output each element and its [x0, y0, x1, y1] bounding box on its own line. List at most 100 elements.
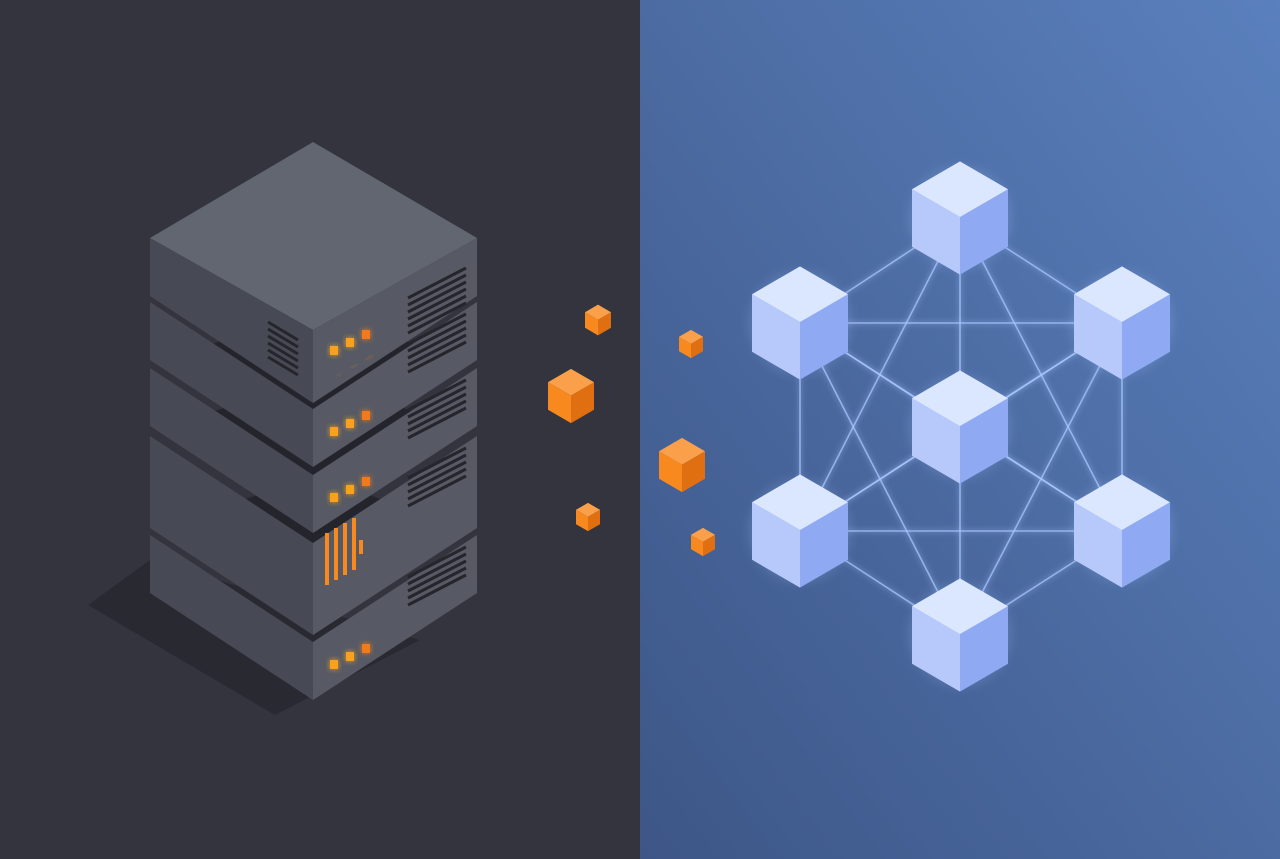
block-node-icon-right: [800, 502, 848, 588]
vent-slot: [407, 460, 467, 494]
data-packet-icon-right: [571, 382, 594, 424]
status-led: [346, 652, 354, 661]
vent-slot: [407, 294, 467, 328]
status-led: [362, 477, 370, 486]
data-packet-icon-top: [548, 368, 594, 396]
server-lid-right: [313, 238, 477, 388]
data-packet-icon-top: [659, 437, 705, 465]
vent-slot: [407, 559, 467, 593]
data-packet-icon: [691, 527, 715, 557]
data-packet-icon-left: [659, 451, 682, 493]
activity-bar: [352, 518, 356, 570]
block-node-icon-left: [752, 294, 800, 380]
vent-slot: [407, 266, 467, 300]
blockchain-network-icon: [750, 161, 1172, 692]
block-node-icon-right: [960, 398, 1008, 484]
block-node-icon: [912, 370, 1008, 484]
status-led: [346, 338, 354, 347]
status-led: [330, 427, 338, 436]
vent-slot: [407, 301, 467, 335]
data-packet-icon-top: [585, 304, 611, 320]
vent-slot: [267, 355, 299, 377]
vent-slot: [267, 327, 299, 349]
data-packet-icon-left: [691, 534, 703, 557]
vent-slot: [267, 334, 299, 356]
data-packet-icon-top: [679, 329, 703, 344]
vent-slot: [407, 399, 467, 433]
vent-slot: [407, 545, 467, 579]
server-lid-left: [150, 238, 313, 388]
block-node-icon-right: [960, 606, 1008, 692]
block-node-icon-top: [752, 266, 848, 323]
block-node-icon: [912, 578, 1008, 692]
block-node-icon-left: [1074, 502, 1122, 588]
block-node-icon-top: [912, 370, 1008, 427]
data-packet-icon-right: [598, 312, 611, 336]
activity-bar: [325, 533, 329, 585]
data-packet-icon-right: [682, 451, 705, 493]
data-streaks: [428, 320, 834, 543]
unit-left-face: [150, 368, 313, 533]
block-node-icon-top: [912, 578, 1008, 635]
data-packet-icon-left: [548, 382, 571, 424]
unit-left-face: [150, 535, 313, 700]
data-packet-icon-right: [703, 534, 715, 557]
block-node-icon-right: [800, 294, 848, 380]
block-node-icon: [1074, 266, 1170, 380]
vent-slot: [407, 552, 467, 586]
data-packet-icon: [659, 437, 705, 493]
vent-slot: [407, 566, 467, 600]
data-packet-icon: [585, 304, 611, 336]
vent-slot: [407, 312, 467, 346]
vent-slot: [407, 378, 467, 412]
data-packet-icon-top: [691, 527, 715, 542]
data-packets: [548, 304, 715, 557]
status-led: [362, 644, 370, 653]
data-packet-icon: [679, 329, 703, 359]
activity-bar: [359, 540, 363, 554]
vent-slot: [267, 348, 299, 370]
block-node-icon-left: [912, 398, 960, 484]
block-node-icon-right: [1122, 502, 1170, 588]
vent-slot: [407, 319, 467, 353]
vent-slot: [407, 573, 467, 607]
status-led: [330, 493, 338, 502]
vent-slot: [407, 446, 467, 480]
data-packet-icon-left: [679, 336, 691, 359]
vent-slot: [407, 333, 467, 367]
block-node-icon: [1074, 474, 1170, 588]
block-node-icon-right: [960, 189, 1008, 275]
server-rack-icon: [150, 142, 477, 700]
vent-slot: [407, 280, 467, 314]
data-packet-icon-right: [588, 509, 600, 532]
block-node-icon-left: [912, 606, 960, 692]
activity-bar: [343, 523, 347, 575]
data-packet-icon-left: [576, 509, 588, 532]
block-node-icon: [912, 161, 1008, 275]
vent-slot: [407, 392, 467, 426]
status-led: [362, 330, 370, 339]
block-node-icon-left: [912, 189, 960, 275]
vent-slot: [407, 273, 467, 307]
vent-slot: [267, 341, 299, 363]
vent-slot: [407, 453, 467, 487]
block-node-icon-top: [1074, 266, 1170, 323]
vent-slot: [407, 326, 467, 360]
status-led: [330, 660, 338, 669]
block-node-icon-left: [752, 502, 800, 588]
server-top-face: [150, 142, 477, 330]
block-node-icon: [752, 266, 848, 380]
vent-slot: [407, 474, 467, 508]
block-node-icon-left: [1074, 294, 1122, 380]
activity-bar: [334, 528, 338, 580]
data-packet-icon-top: [576, 502, 600, 517]
status-led: [362, 411, 370, 420]
data-packet-icon-right: [691, 336, 703, 359]
vent-slot: [407, 287, 467, 321]
status-led: [330, 346, 338, 355]
block-node-icon: [752, 474, 848, 588]
unit-left-face: [150, 436, 313, 635]
unit-left-face: [150, 302, 313, 467]
